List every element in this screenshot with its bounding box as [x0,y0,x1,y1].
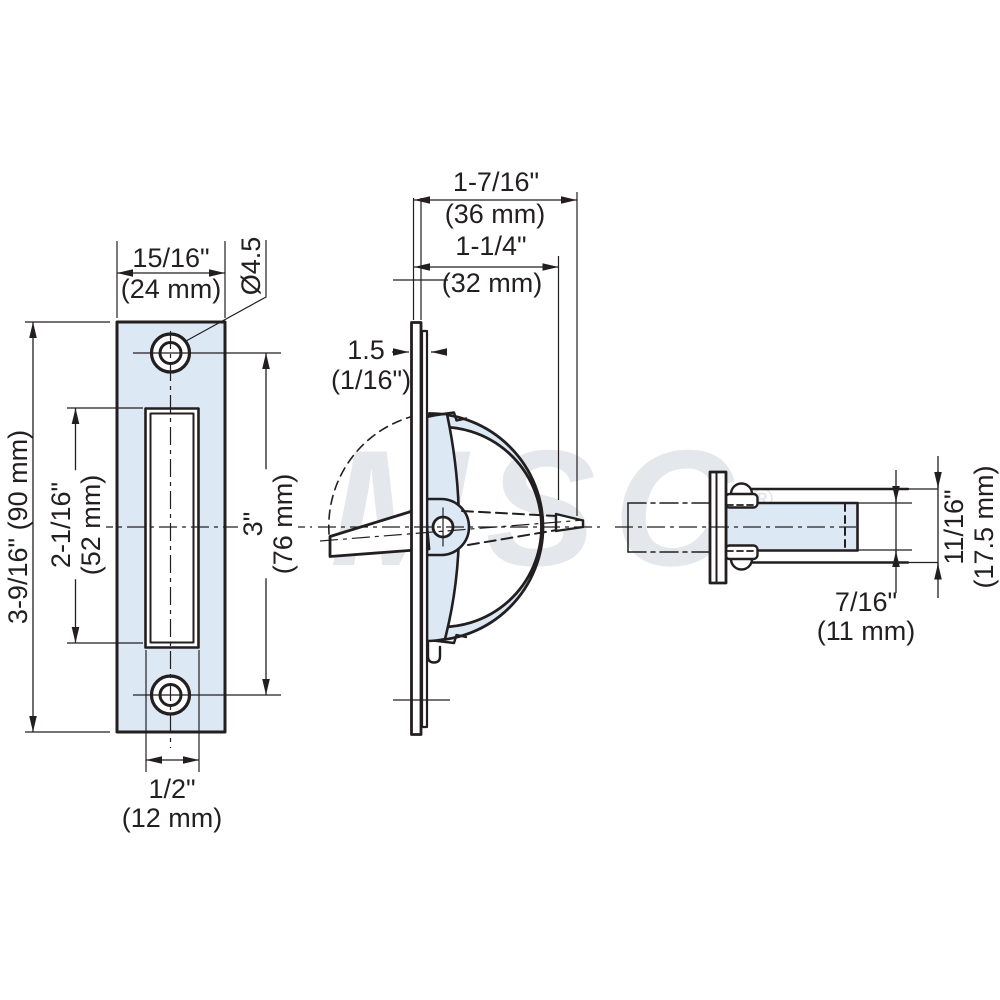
dim-body-depth-in: 1-1/4" [455,231,527,261]
faceplate-bar [410,321,423,736]
dim-overall-depth-in: 1-7/16" [452,167,540,197]
dim-outer-dia-label: 11/16" (17.5 mm) [939,465,999,588]
dim-slot-height-mm: (52 mm) [76,474,106,576]
dim-hole-pitch-mm: (76 mm) [268,473,298,575]
dim-plate-width-in: 15/16" [132,243,210,273]
clip-bump-bottom [729,557,754,571]
centerlines [95,331,856,748]
dim-pin-dia-in: 7/16" [834,587,898,617]
dim-slot-height-in: 2-1/16" [46,481,76,569]
lever-swing-ghost-arc [328,412,431,540]
dim-pin-dia-mm: (11 mm) [816,616,916,646]
lever-axis-centerline [319,519,585,542]
hole-dia-leader [185,240,267,342]
msc-watermark: MSC® [330,416,773,600]
clip-bump-top [729,482,754,496]
dim-overall-depth-mm: (36 mm) [444,199,546,229]
dim-hole-dia: Ø4.5 [236,236,266,296]
cup-hook [426,641,442,664]
dim-thickness-mm: 1.5 [347,335,385,365]
dim-slot-width-mm: (12 mm) [121,803,223,833]
dim-slot-height-label: 2-1/16" (52 mm) [46,470,106,580]
dim-thickness-in: (1/16") [330,365,412,395]
clip-bottom [724,544,759,561]
dim-hole-pitch-in: 3" [238,511,268,537]
dim-hole-pitch-label: 3" (76 mm) [238,469,298,579]
dim-slot-width-in: 1/2" [148,774,196,804]
dim-outer-dia-mm: (17.5 mm) [969,465,999,589]
front-slot-inner [149,412,195,644]
front-slot-outer [144,407,200,649]
dim-overall-height-label: 3-9/16" (90 mm) [3,429,33,625]
dim-outer-dia-in: 11/16" [939,489,969,565]
lever-hidden-top [461,510,558,517]
lever-hidden-bottom [467,529,558,546]
dim-plate-width-mm: (24 mm) [120,274,222,304]
dim-body-depth-mm: (32 mm) [441,268,543,298]
extension-lines [25,192,912,772]
faceplate-bar-2 [420,329,429,729]
